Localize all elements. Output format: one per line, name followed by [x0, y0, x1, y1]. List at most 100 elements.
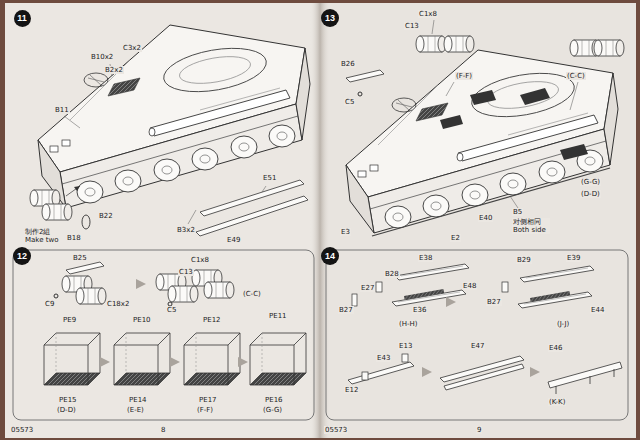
part-label: B26 [340, 60, 356, 68]
part-label: B2x2 [104, 66, 124, 74]
step-arrow [136, 279, 146, 289]
stowage-box [114, 333, 170, 385]
part-label: (C-C) [566, 72, 586, 80]
step-number: 11 [14, 10, 31, 27]
part-label: B25 [72, 254, 88, 262]
side-rail [348, 362, 414, 384]
part-label: 8 [160, 426, 166, 434]
part-label: B10x2 [90, 53, 114, 61]
part-label: PE9 [62, 316, 77, 324]
step-number-text: 14 [325, 252, 335, 261]
rail-grille [530, 291, 570, 302]
part-label: E40 [478, 214, 493, 222]
fuel-drum [42, 204, 72, 220]
part-label: 对侧相同 Both side [512, 218, 550, 234]
arrow-head [74, 186, 80, 191]
step-number-text: 11 [17, 14, 27, 23]
leader-line [64, 116, 80, 128]
leader-line [570, 82, 578, 110]
step-number: 12 [13, 247, 31, 265]
part-label: C5 [166, 306, 177, 314]
part-label: E48 [462, 282, 477, 290]
part-label: PE15 [58, 396, 78, 404]
step-arrow [530, 367, 540, 377]
part-label: C13 [404, 22, 420, 30]
track-rail [520, 266, 594, 282]
installed-box [440, 88, 588, 160]
step-number: 14 [321, 247, 339, 265]
part-label: B27 [486, 298, 502, 306]
track-rail [392, 290, 466, 306]
stowage-box [44, 333, 100, 385]
part-label: (K-K) [548, 398, 566, 406]
rail-grille [404, 289, 444, 300]
part-label: PE11 [268, 312, 288, 320]
part-label: (H-H) [398, 320, 419, 328]
rail-bracket [502, 282, 508, 292]
installed-box [520, 88, 550, 105]
step-arrow [170, 357, 180, 367]
rail-bracket [362, 372, 368, 380]
part-label: E2 [450, 234, 461, 242]
part-label: 05573 [324, 426, 348, 434]
part-label: C1x8 [418, 10, 438, 18]
part-label: (G-G) [262, 406, 283, 414]
peg [54, 294, 58, 298]
drum-bracket [66, 262, 104, 274]
fuel-drum [444, 36, 474, 52]
rail-leg [614, 369, 615, 377]
step-arrow [238, 357, 248, 367]
side-rail [200, 180, 304, 216]
side-rail [196, 196, 308, 236]
part-label: C5 [344, 98, 355, 106]
part-label: (D-D) [56, 406, 77, 414]
part-label: B29 [516, 256, 532, 264]
leader-line [64, 64, 266, 224]
part-label: 9 [476, 426, 482, 434]
part-label: (E-E) [126, 406, 145, 414]
part-label: (J-J) [556, 320, 570, 328]
step-arrow [446, 297, 456, 307]
step-number-text: 12 [17, 252, 27, 261]
part-label: B18 [66, 234, 82, 242]
rail-leg [556, 386, 557, 394]
part-label: (F-F) [455, 72, 473, 80]
track-line [372, 168, 610, 236]
side-rail [548, 362, 622, 388]
part-label: B3x2 [176, 226, 196, 234]
part-label: PE12 [202, 316, 222, 324]
track-rail [518, 292, 592, 308]
installed-box [560, 144, 588, 160]
step-number: 13 [321, 9, 339, 27]
part-label: C3x2 [122, 44, 142, 52]
part-label: PE17 [198, 396, 218, 404]
leader-line [432, 20, 578, 208]
part-label: E36 [412, 306, 427, 314]
part-label: 05573 [10, 426, 34, 434]
part-label: (D-D) [580, 190, 601, 198]
part-label: (C-C) [242, 290, 262, 298]
page-fold [310, 3, 330, 438]
part-label: B11 [54, 106, 70, 114]
part-label: (G-G) [580, 178, 601, 186]
part-label: E43 [376, 354, 391, 362]
rail-bracket [402, 354, 408, 362]
fuel-drum [594, 40, 624, 56]
part-label: B28 [384, 270, 400, 278]
peg [358, 92, 362, 96]
part-label: E39 [566, 254, 581, 262]
step-arrow [422, 367, 432, 377]
part-label: E12 [344, 386, 359, 394]
side-rail [444, 364, 524, 390]
step-panel [326, 250, 628, 420]
part-label: C1x8 [190, 256, 210, 264]
assembly-arrow [66, 186, 80, 196]
fuel-drum [204, 282, 234, 298]
part-label: E49 [226, 236, 241, 244]
step-arrow [100, 357, 110, 367]
fuel-drum [416, 36, 446, 52]
rail-bracket [376, 282, 382, 292]
part-label: C9 [44, 300, 55, 308]
